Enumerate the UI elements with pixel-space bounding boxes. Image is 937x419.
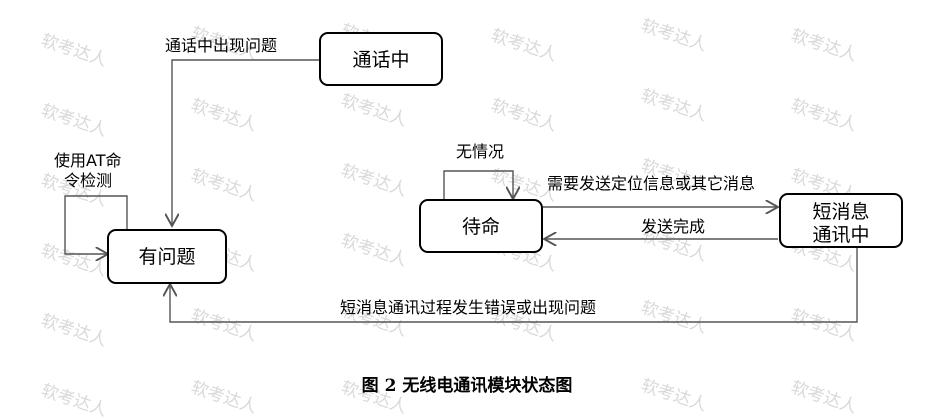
node-standby: 待命	[419, 199, 543, 253]
node-in-call-box	[319, 32, 443, 86]
watermark-text: 软考达人	[788, 96, 859, 136]
edge-label-call-problem: 通话中出现问题	[165, 36, 277, 55]
watermark-text: 软考达人	[788, 378, 859, 418]
watermark-text: 软考达人	[638, 376, 709, 416]
watermark-text: 软考达人	[38, 311, 109, 351]
node-problem: 有问题	[107, 229, 227, 284]
watermark-text: 软考达人	[788, 26, 859, 66]
watermark-text: 软考达人	[188, 378, 259, 418]
watermark-text: 软考达人	[188, 96, 259, 136]
edge-standby-loop	[443, 170, 513, 200]
watermark-text: 软考达人	[38, 101, 109, 141]
node-sms: 短消息 通讯中	[779, 193, 903, 248]
edge-label-at-check-line1: 使用AT命	[54, 151, 121, 170]
edge-sms-to-problem	[170, 247, 858, 323]
node-standby-label: 待命	[462, 216, 500, 238]
edge-label-need-send: 需要发送定位信息或其它消息	[547, 174, 755, 193]
node-problem-label: 有问题	[138, 246, 195, 268]
watermark-text: 软考达人	[188, 306, 259, 346]
edges	[64, 59, 858, 323]
watermark-text: 软考达人	[638, 16, 709, 56]
edge-label-at-check-line2: 令检测	[64, 171, 112, 190]
watermark-text: 软考达人	[788, 306, 859, 346]
edge-label-no-situation: 无情况	[456, 142, 504, 161]
node-sms-box	[779, 193, 903, 248]
edge-label-sms-error: 短消息通讯过程发生错误或出现问题	[340, 298, 596, 317]
watermark-text: 软考达人	[338, 231, 409, 271]
watermark-text: 软考达人	[38, 31, 109, 71]
watermark-text: 软考达人	[638, 86, 709, 126]
node-problem-box	[107, 229, 227, 284]
edge-call-to-problem	[172, 59, 320, 226]
watermark-text: 软考达人	[488, 26, 559, 66]
watermark-text: 软考达人	[38, 241, 109, 281]
watermark-text: 软考达人	[338, 91, 409, 131]
watermark-text: 软考达人	[338, 161, 409, 201]
watermark-text: 软考达人	[188, 166, 259, 206]
watermark-text: 软考达人	[38, 381, 109, 419]
figure-caption: 图 2 无线电通讯模块状态图	[362, 375, 573, 396]
watermark-text: 软考达人	[488, 96, 559, 136]
node-sms-label-line2: 通讯中	[812, 224, 869, 246]
node-in-call-label: 通话中	[352, 49, 409, 71]
node-in-call: 通话中	[319, 32, 443, 86]
node-standby-box	[419, 199, 543, 253]
watermark-text: 软考达人	[638, 298, 709, 338]
node-sms-label-line1: 短消息	[812, 201, 869, 223]
edge-label-send-done: 发送完成	[641, 217, 705, 236]
edge-at-check-loop	[64, 195, 128, 254]
